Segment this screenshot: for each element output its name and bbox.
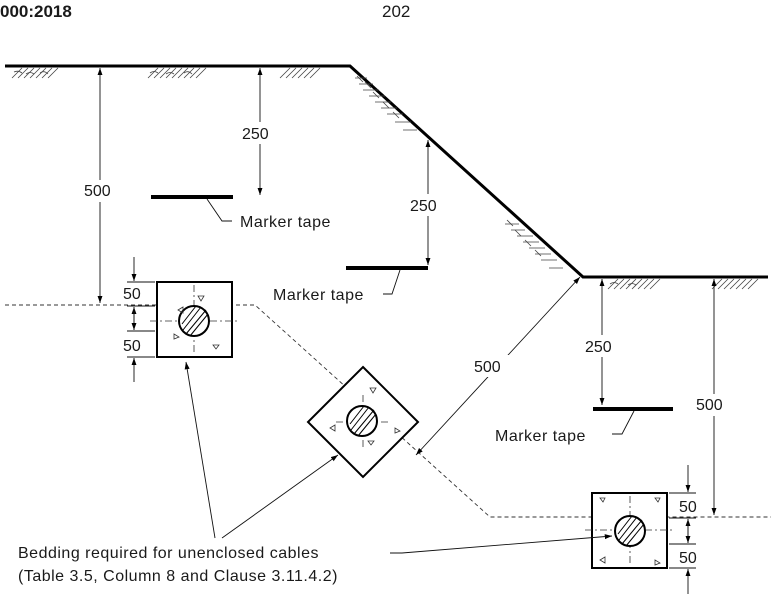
aggregate-marks-left [173,295,220,350]
bed-above-left-label: 50 [123,286,141,303]
bedding-leader-left [184,361,216,539]
cover-dimension-left-label: 500 [84,183,111,200]
marker-tape-left-label: Marker tape [240,214,331,231]
bedding-note-line1: Bedding required for unenclosed cables [18,545,319,562]
tape-depth-dimension-left-label: 250 [242,126,269,143]
slope-perpendicular-dimension-label: 500 [474,359,501,376]
cable-section-left [178,305,210,337]
aggregate-marks-right [599,497,661,566]
tape-depth-dimension-right-label: 250 [585,339,612,356]
marker-tape-middle-leader [383,269,401,295]
bed-below-left-label: 50 [123,338,141,355]
bedding-box-left [150,281,240,358]
marker-tape-left-leader [206,198,232,222]
marker-tape-right-label: Marker tape [495,428,586,445]
bedding-box-right [585,492,675,569]
cable-hatching-slope [349,405,377,437]
dim-label-bg [470,355,512,377]
dim-label-bg [78,180,122,202]
ground-hatching [11,67,759,290]
tape-depth-dimension-slope-label: 250 [410,198,437,215]
dim-label-bg [580,335,624,357]
aggregate-marks-slope [329,387,401,446]
page-number: 202 [382,2,410,21]
standard-reference: 000:2018 [0,2,72,21]
bedding-leader-right [390,534,613,554]
marker-tape-right-leader [612,410,635,435]
cable-section-right [614,515,646,547]
dim-label-bg [692,394,736,416]
bedding-note-line2: (Table 3.5, Column 8 and Clause 3.11.4.2… [18,568,338,585]
bed-below-right-label: 50 [679,550,697,567]
marker-tape-middle-label: Marker tape [273,287,364,304]
dim-label-bg [406,194,450,216]
cable-hatching-right [617,515,645,547]
cover-dimension-right-label: 500 [696,397,723,414]
ground-profile [5,64,768,279]
bedding-leader-slope [221,454,339,539]
bed-above-right-label: 50 [679,499,697,516]
cable-section-slope [346,405,378,437]
dim-label-bg [238,122,282,144]
bedding-box-slope [306,365,420,479]
cable-hatching-left [181,305,209,337]
